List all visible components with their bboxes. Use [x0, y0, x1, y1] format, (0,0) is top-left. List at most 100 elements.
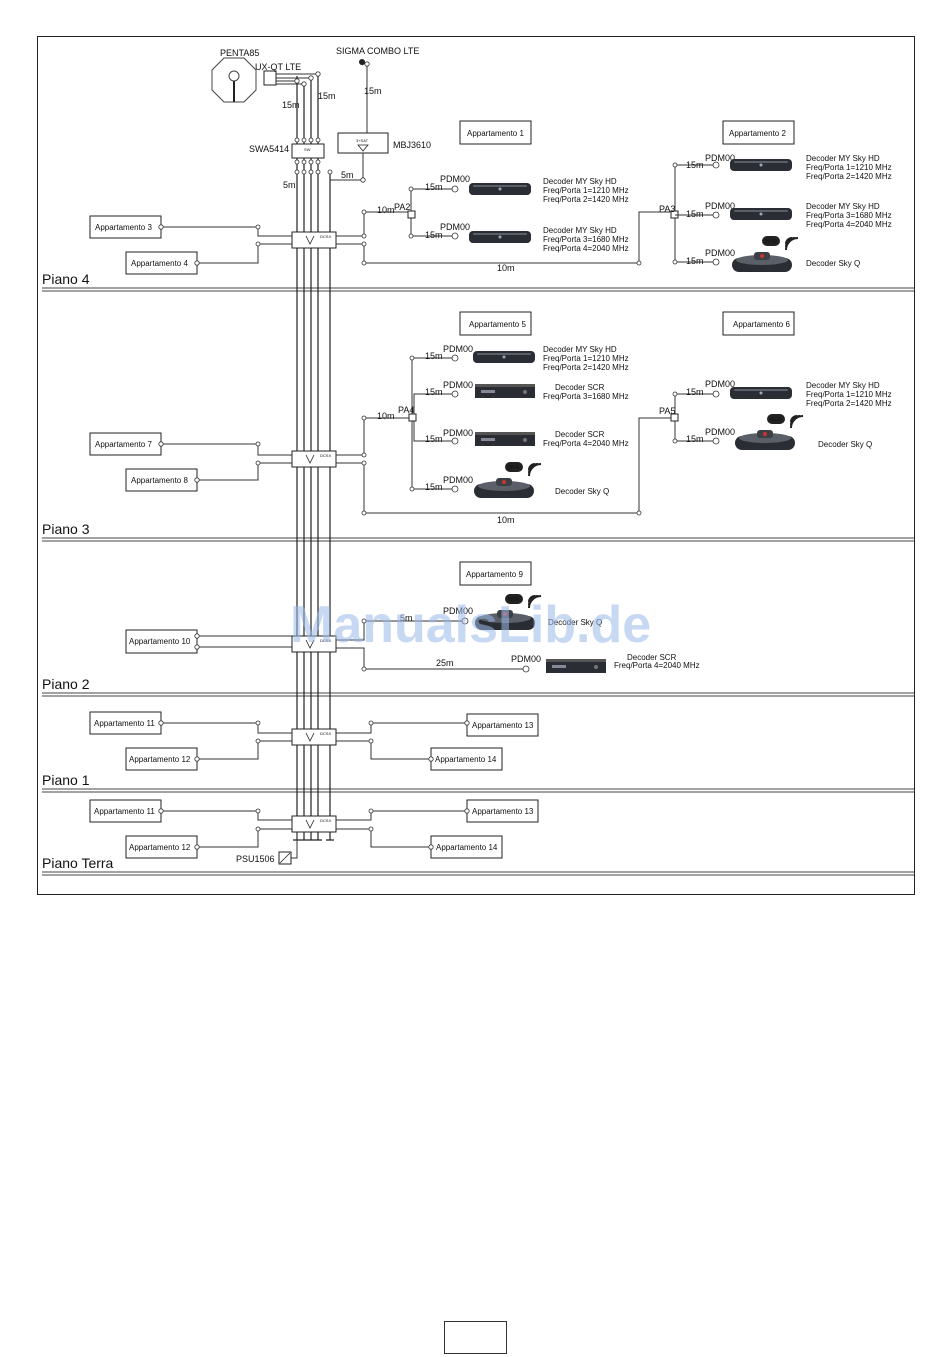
- splitter-pa: [407, 210, 416, 219]
- decoder-info: Decoder MY Sky HD Freq/Porta 1=1210 MHz …: [806, 154, 894, 181]
- cable-length: 15m: [425, 482, 443, 492]
- apartment-label: Appartamento 3: [95, 223, 152, 232]
- decoder-icon: [473, 351, 535, 363]
- cable-length: 15m: [425, 351, 443, 361]
- decoder-icon: [475, 432, 535, 446]
- floor-1: DCSX Appartamento 11 Appartamento 12 App…: [89, 711, 539, 771]
- head-end: PENTA85 UX-QT LTE 15m 15m SIGMA COMBO LT…: [211, 46, 431, 190]
- floor-3: DCSX Appartamento 7 Appartamento 8 10m 1…: [89, 311, 894, 525]
- apartment-label: Appartamento 11: [94, 807, 155, 816]
- decoder-info: Decoder Sky Q: [555, 487, 609, 496]
- decoder-info: Decoder SCR Freq/Porta 3=1680 MHz: [543, 383, 629, 401]
- splitter-label: DCSX: [320, 731, 331, 736]
- floor-label: Piano 4: [42, 271, 90, 287]
- apartment-label: Appartamento 4: [131, 259, 188, 268]
- cable-length: 15m: [425, 182, 443, 192]
- cable-length: 10m: [497, 515, 515, 525]
- apartment-label: Appartamento 14: [435, 755, 497, 764]
- decoder-info: Decoder SCR Freq/Porta 4=2040 MHz: [614, 653, 700, 670]
- floor-label: Piano 1: [42, 772, 90, 788]
- apartment-box: [459, 120, 532, 145]
- apartment-label: Appartamento 6: [733, 320, 790, 329]
- antenna-icon: [211, 57, 257, 103]
- pa-label: PA2: [394, 202, 410, 212]
- apartment-box: [459, 311, 532, 336]
- amplifier-box: [337, 132, 389, 154]
- cable-length: 5m: [341, 170, 354, 180]
- decoder-icon: [732, 252, 792, 272]
- watermark-text: ManualsLib.de: [290, 596, 651, 654]
- multiswitch-label: SWA5414: [249, 144, 289, 154]
- splitter-label: DCSX: [320, 818, 331, 823]
- psu-label: PSU1506: [236, 854, 275, 864]
- pa-label: PA5: [659, 406, 675, 416]
- antenna-label: PENTA85: [220, 48, 259, 58]
- cable-length: 5m: [283, 180, 296, 190]
- sigma-label: SIGMA COMBO LTE: [336, 46, 419, 56]
- floor-label: Piano Terra: [42, 855, 114, 871]
- cable-length: 15m: [425, 230, 443, 240]
- cable-length: 5m: [400, 613, 413, 623]
- cable-length: 10m: [497, 263, 515, 273]
- decoder-icon: [735, 430, 795, 450]
- apartment-label: Appartamento 2: [729, 129, 786, 138]
- multiswitch-box: [291, 143, 325, 159]
- floor-2: DCSX Appartamento 10 5m 25m PDM00 PDM00 …: [125, 561, 700, 673]
- decoder-info: Decoder MY Sky HD Freq/Porta 1=1210 MHz …: [806, 381, 894, 408]
- decoder-info: Decoder MY Sky HD Freq/Porta 3=1680 MHz …: [543, 226, 631, 253]
- wifi-label: Wi Fi: [508, 597, 519, 603]
- decoder-info: Decoder Sky Q: [806, 259, 860, 268]
- pdm-label: PDM00: [443, 380, 473, 390]
- apartment-label: Appartamento 12: [129, 843, 191, 852]
- amplifier-label: MBJ3610: [393, 140, 431, 150]
- decoder-icon: [469, 183, 531, 195]
- decoder-info: Decoder MY Sky HD Freq/Porta 1=1210 MHz …: [543, 177, 631, 204]
- apartment-label: Appartamento 8: [131, 476, 188, 485]
- apartment-label: Appartamento 9: [466, 570, 523, 579]
- frame: [37, 36, 915, 895]
- apartment-label: Appartamento 11: [94, 719, 155, 728]
- decoder-info: Decoder MY Sky HD Freq/Porta 1=1210 MHz …: [543, 345, 631, 372]
- apartment-label: Appartamento 7: [95, 440, 152, 449]
- multiswitch-inner-label: SW: [304, 147, 311, 152]
- apartment-label: Appartamento 13: [472, 721, 534, 730]
- pdm-label: PDM00: [705, 427, 735, 437]
- decoder-icon: [730, 387, 792, 399]
- cable-length: 15m: [282, 100, 300, 110]
- pdm-label: PDM00: [705, 153, 735, 163]
- floor-label: Piano 3: [42, 521, 90, 537]
- wifi-label: Wi Fi: [770, 417, 781, 423]
- cable-length: 15m: [686, 160, 704, 170]
- page-number-box: [444, 1321, 507, 1354]
- decoder-icon: [475, 384, 535, 398]
- apartment-label: Appartamento 13: [472, 807, 534, 816]
- floor-label: Piano 2: [42, 676, 90, 692]
- apartment-box: [125, 629, 198, 654]
- decoder-icon: [469, 231, 531, 243]
- amplifier-icon: [357, 144, 369, 152]
- pdm-label: PDM00: [443, 428, 473, 438]
- wifi-label: Wi Fi: [508, 465, 519, 471]
- cable-length: 15m: [686, 434, 704, 444]
- floor-separators: [42, 287, 914, 876]
- pa-label: PA4: [398, 405, 414, 415]
- decoder-icon: [546, 659, 606, 673]
- decoder-info: Decoder Sky Q: [548, 618, 602, 627]
- floor-ground: DCSX Appartamento 11 Appartamento 12 App…: [89, 799, 539, 865]
- pdm-label: PDM00: [443, 606, 473, 616]
- cable-length: 15m: [425, 387, 443, 397]
- pdm-label: PDM00: [440, 222, 470, 232]
- pdm-label: PDM00: [443, 344, 473, 354]
- apartment-label: Appartamento 5: [469, 320, 526, 329]
- splitter-pa: [408, 413, 417, 422]
- apartment-label: Appartamento 12: [129, 755, 191, 764]
- apartment-label: Appartamento 10: [129, 637, 191, 646]
- cable-length: 15m: [686, 209, 704, 219]
- pdm-label: PDM00: [511, 654, 541, 664]
- amplifier-inner-label: 3+SAT: [356, 138, 369, 143]
- splitter-label: DCSX: [320, 234, 331, 239]
- cable-length: 15m: [686, 256, 704, 266]
- pdm-label: PDM00: [705, 201, 735, 211]
- decoder-info: Decoder SCR Freq/Porta 4=2040 MHz: [543, 430, 629, 448]
